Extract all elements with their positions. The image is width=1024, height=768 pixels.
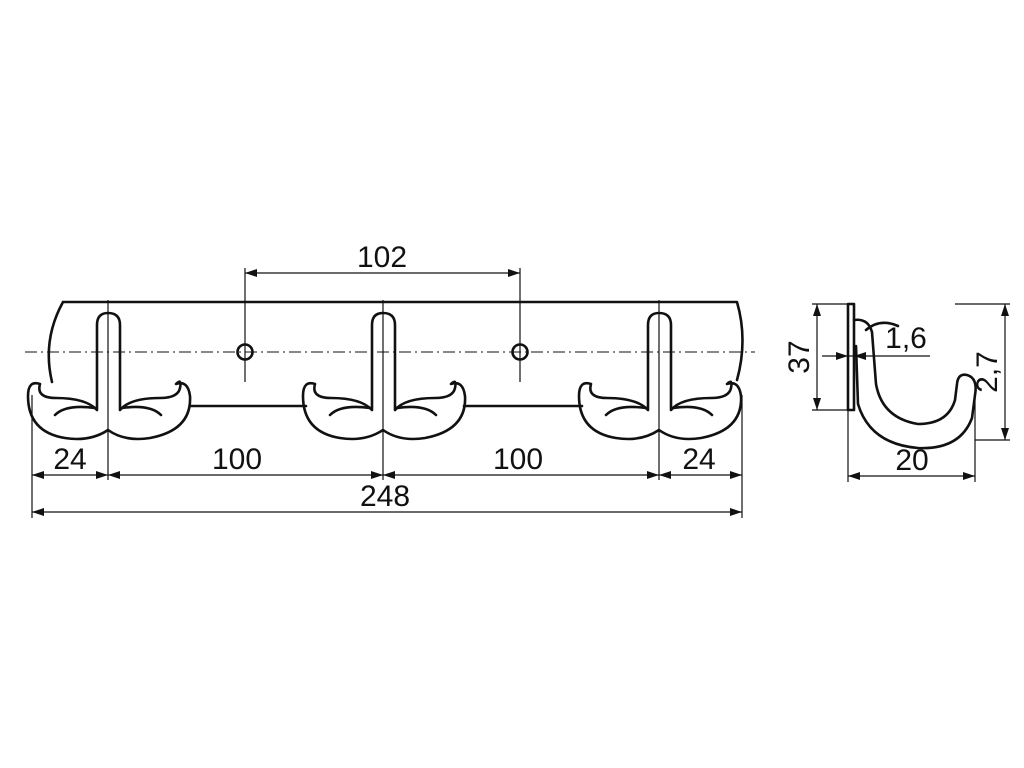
dim-wire: 2,7 [971, 304, 1009, 440]
label-spacing-left: 100 [212, 443, 262, 476]
plate-section [846, 302, 856, 412]
hook-middle [301, 311, 467, 441]
dim-height: 37 [783, 304, 821, 410]
dim-total-length: 248 [32, 480, 742, 516]
label-spacing-right: 100 [493, 443, 543, 476]
hook-profile [852, 318, 977, 450]
label-left-offset: 24 [53, 443, 86, 476]
hook-profile-inner [864, 321, 900, 332]
hook-left [26, 311, 192, 441]
hook-right [577, 311, 743, 441]
dim-thickness: 1,6 [822, 322, 930, 360]
side-extension-lines [812, 303, 1010, 482]
dim-depth: 20 [848, 444, 975, 480]
label-total-length: 248 [360, 480, 410, 513]
label-right-offset: 24 [682, 443, 715, 476]
label-depth: 20 [895, 444, 928, 477]
extension-lines [31, 268, 743, 518]
side-view: 37 1,6 2,7 20 [783, 302, 1010, 482]
label-thickness: 1,6 [885, 322, 927, 355]
label-wire: 2,7 [971, 351, 1004, 393]
dim-hook-spacing: 24 100 100 24 [32, 443, 742, 479]
front-view: 102 24 100 100 24 248 [25, 241, 755, 518]
label-height: 37 [783, 340, 816, 373]
dim-hole-spacing: 102 [245, 241, 520, 277]
label-hole-spacing: 102 [357, 241, 407, 274]
mounting-plate [47, 300, 744, 384]
